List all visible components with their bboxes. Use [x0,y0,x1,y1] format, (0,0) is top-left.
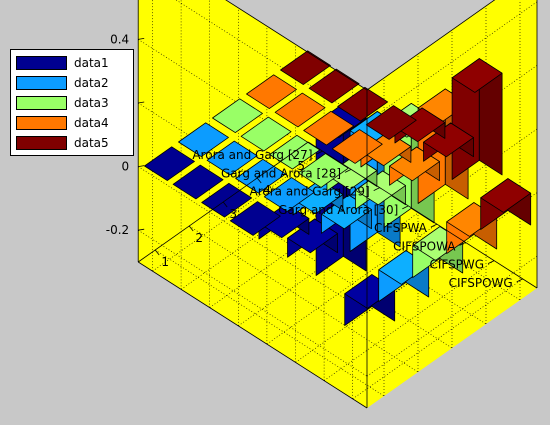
z-tick-label: -0.2 [106,223,129,237]
bar-data4-1 [246,74,297,109]
legend-swatch [16,116,67,130]
x-tick-label: 4 [263,183,271,197]
bar-top [308,68,360,104]
x-tick-label: 5 [297,159,305,173]
bar-top [178,122,229,158]
bar-top [280,50,331,85]
bar-top [394,107,446,143]
grid-line-z [175,0,368,123]
z-tick-label: 0 [122,160,130,174]
legend-label: data4 [74,116,109,130]
bar-data5-4 [365,105,417,140]
x-tick-label: 3 [229,207,237,221]
axis-edge [307,141,538,289]
bar-data5-2 [308,68,360,104]
bar-top [337,86,389,122]
y-tick-label: CIFSPWG [429,258,484,272]
bar-data4-2 [274,92,326,128]
bar-top [172,164,224,200]
bar-data4-3 [303,110,355,146]
bar-top [274,92,326,128]
legend-label: data3 [74,96,109,110]
bar-top [480,178,532,213]
legend-swatch [16,56,67,70]
y-tick-label: Arora and Garg [29] [250,185,370,199]
bar-data2-1 [178,122,229,158]
bar-top [246,74,297,109]
y-tick-label: CIFSPWA [374,221,428,235]
x-tick-label: 1 [161,255,169,269]
bar-top [229,201,281,236]
bar-top [212,98,263,134]
legend-entry-data5[interactable]: data5 [11,133,133,153]
bar-data5-7 [451,58,503,180]
y-tick-label: Garg and Arora [28] [221,166,341,180]
legend[interactable]: data1 data2 data3 data4 data5 [10,49,134,156]
y-tick-label: Arora and Garg [27] [192,148,312,162]
bar-data3-4 [297,153,349,188]
bar-data5-8 [480,178,532,231]
bar-top [331,129,383,164]
bar-data2-2 [206,140,258,176]
legend-entry-data1[interactable]: data1 [11,53,133,73]
bar-top [451,58,503,93]
bar-data1-4 [229,201,281,236]
bar-data2-4 [263,177,315,212]
bar-top [263,177,315,212]
legend-label: data2 [74,76,109,90]
x-tick-label: 2 [195,231,203,245]
y-tick-label: CIFSPOWG [449,276,513,290]
bar-data4-4 [331,129,383,164]
y-tick-label: Garg and Arora [30] [278,203,398,217]
legend-swatch [16,96,67,110]
grid-line-z [138,166,368,313]
bar-top [144,146,195,182]
bar-top [303,110,355,146]
legend-swatch [16,76,67,90]
bar-data3-2 [240,116,292,152]
bar-data3-1 [212,98,263,134]
bar-data1-1 [144,146,195,182]
bar-data5-3 [337,86,389,122]
legend-swatch [16,136,67,150]
grid-line-x [189,225,419,373]
legend-entry-data4[interactable]: data4 [11,113,133,133]
bar-top [365,105,417,140]
bar-top [206,140,258,176]
axis-edge [225,0,368,91]
legend-entry-data2[interactable]: data2 [11,73,133,93]
bar-data5-1 [280,50,331,85]
bars [144,50,532,327]
grid-line-z [138,229,368,377]
bar-data1-2 [172,164,224,200]
z-tick-label: 0.4 [110,32,129,46]
axis-edge [137,261,368,409]
bar-top [240,116,292,152]
grid-line-x [155,249,385,397]
legend-label: data5 [74,136,109,150]
bar-top [297,153,349,188]
y-tick-label: CIFSPOWA [393,239,456,253]
axis-edge [366,0,496,91]
legend-entry-data3[interactable]: data3 [11,93,133,113]
legend-label: data1 [74,56,109,70]
